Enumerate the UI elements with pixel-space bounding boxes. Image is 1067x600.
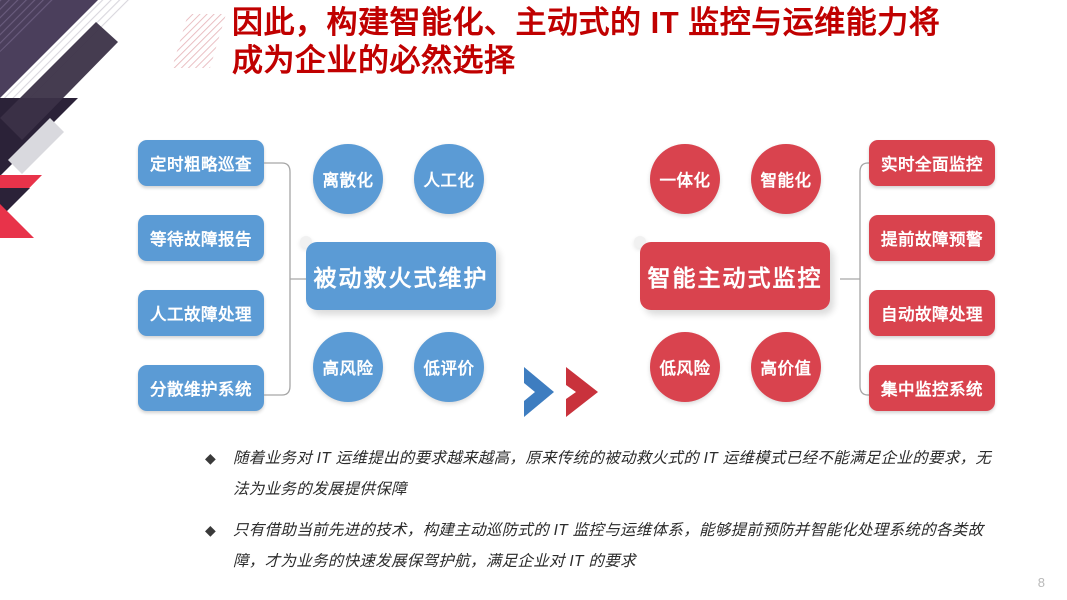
- right-circle-2[interactable]: 智能化: [751, 144, 821, 214]
- right-circle-2-label: 智能化: [760, 172, 812, 190]
- bullet-list: ◆ 随着业务对 IT 运维提出的要求越来越高，原来传统的被动救火式的 IT 运维…: [205, 443, 995, 587]
- bullet-diamond-icon: ◆: [205, 450, 216, 466]
- left-side-box-4-label: 分散维护系统: [150, 381, 252, 399]
- bullet-item: ◆ 只有借助当前先进的技术，构建主动巡防式的 IT 监控与运维体系，能够提前预防…: [205, 515, 995, 577]
- right-side-box-4[interactable]: 集中监控系统: [869, 365, 995, 411]
- left-center-box[interactable]: 被动救火式维护: [306, 242, 496, 310]
- left-circle-3[interactable]: 高风险: [313, 332, 383, 402]
- page-number: 8: [1037, 575, 1045, 590]
- left-side-box-3[interactable]: 人工故障处理: [138, 290, 264, 336]
- left-side-box-4[interactable]: 分散维护系统: [138, 365, 264, 411]
- right-side-box-2[interactable]: 提前故障预警: [869, 215, 995, 261]
- right-circle-1[interactable]: 一体化: [650, 144, 720, 214]
- left-side-box-3-label: 人工故障处理: [150, 306, 252, 324]
- right-side-box-4-label: 集中监控系统: [881, 381, 983, 399]
- left-circle-3-label: 高风险: [322, 360, 374, 378]
- left-circle-1[interactable]: 离散化: [313, 144, 383, 214]
- right-circle-4[interactable]: 高价值: [751, 332, 821, 402]
- right-center-box-frame: 智能主动式监控: [634, 236, 830, 310]
- left-side-box-1[interactable]: 定时粗略巡查: [138, 140, 264, 186]
- right-side-box-1-label: 实时全面监控: [881, 156, 983, 174]
- left-circle-1-label: 离散化: [322, 172, 374, 190]
- left-circle-4-label: 低评价: [423, 360, 475, 378]
- right-side-box-3-label: 自动故障处理: [881, 306, 983, 324]
- left-center-box-label: 被动救火式维护: [313, 265, 489, 291]
- left-side-box-2-label: 等待故障报告: [150, 231, 252, 249]
- left-side-box-1-label: 定时粗略巡查: [150, 156, 252, 174]
- bullet-item: ◆ 随着业务对 IT 运维提出的要求越来越高，原来传统的被动救火式的 IT 运维…: [205, 443, 995, 505]
- left-circle-2-label: 人工化: [423, 172, 475, 190]
- right-side-box-2-label: 提前故障预警: [881, 231, 983, 249]
- title-hatch-decoration: [172, 14, 226, 68]
- right-center-box[interactable]: 智能主动式监控: [640, 242, 830, 310]
- left-circle-4[interactable]: 低评价: [414, 332, 484, 402]
- right-side-box-1[interactable]: 实时全面监控: [869, 140, 995, 186]
- transition-chevrons: [524, 367, 598, 417]
- right-circle-3-label: 低风险: [659, 360, 711, 378]
- right-circle-1-label: 一体化: [659, 172, 711, 190]
- page-title: 因此，构建智能化、主动式的 IT 监控与运维能力将 成为企业的必然选择: [232, 5, 941, 78]
- right-circle-3[interactable]: 低风险: [650, 332, 720, 402]
- comparison-diagram: 定时粗略巡查 等待故障报告 人工故障处理 分散维护系统 离散化 人工化 高风险 …: [0, 118, 1067, 423]
- left-side-box-2[interactable]: 等待故障报告: [138, 215, 264, 261]
- bullet-diamond-icon: ◆: [205, 522, 216, 538]
- page-title-block: 因此，构建智能化、主动式的 IT 监控与运维能力将 成为企业的必然选择: [232, 4, 1052, 80]
- right-center-box-label: 智能主动式监控: [647, 265, 823, 291]
- bullet-item-text: 随着业务对 IT 运维提出的要求越来越高，原来传统的被动救火式的 IT 运维模式…: [233, 450, 992, 498]
- bullet-item-text: 只有借助当前先进的技术，构建主动巡防式的 IT 监控与运维体系，能够提前预防并智…: [233, 522, 984, 570]
- right-side-box-3[interactable]: 自动故障处理: [869, 290, 995, 336]
- chevron-right-icon: [524, 367, 554, 417]
- right-circle-4-label: 高价值: [760, 360, 812, 378]
- left-center-box-frame: 被动救火式维护: [300, 236, 496, 310]
- left-circle-2[interactable]: 人工化: [414, 144, 484, 214]
- chevron-right-icon: [566, 367, 598, 417]
